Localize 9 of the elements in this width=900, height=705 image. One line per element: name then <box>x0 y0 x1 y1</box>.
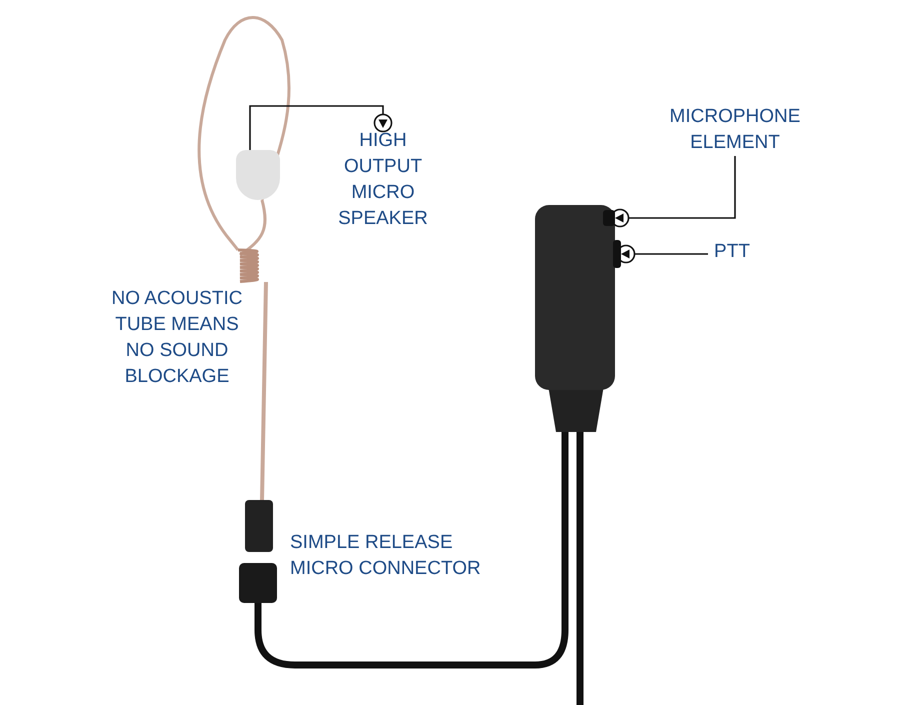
callout-text: PTT <box>708 239 756 265</box>
microphone-element-picture <box>603 210 615 226</box>
feature-note: SIMPLE RELEASE MICRO CONNECTOR <box>290 531 482 581</box>
callout-text: HIGH OUTPUT MICRO SPEAKER <box>318 128 448 232</box>
ptt-button-picture <box>613 240 621 268</box>
leader-line <box>249 105 392 150</box>
callout-text: MICROPHONE ELEMENT <box>655 104 815 156</box>
earbud-picture <box>236 150 280 200</box>
feature-note: NO ACOUSTIC TUBE MEANS NO SOUND BLOCKAGE <box>110 287 244 389</box>
